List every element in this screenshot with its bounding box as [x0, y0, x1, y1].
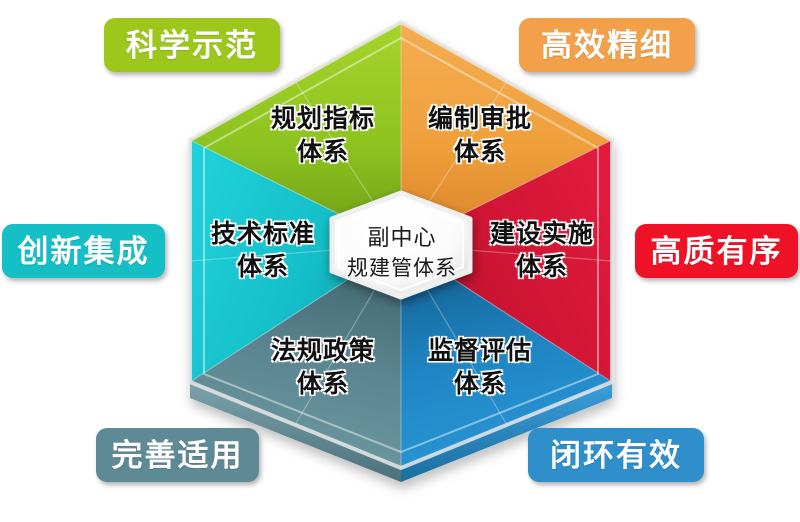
badge-bottom-left[interactable]: 完善适用 — [96, 428, 259, 482]
badge-top-left[interactable]: 科学示范 — [104, 18, 280, 72]
segment-construction-impl[interactable] — [401, 140, 612, 382]
badge-label: 高质有序 — [650, 233, 783, 269]
segment-supervision-eval[interactable] — [401, 245, 612, 468]
badge-label: 闭环有效 — [550, 437, 682, 473]
hexagon-segments — [190, 22, 612, 468]
badge-left[interactable]: 创新集成 — [2, 224, 165, 278]
badge-label: 科学示范 — [126, 27, 258, 63]
segment-compilation-approval[interactable] — [401, 22, 612, 245]
badge-label: 高效精细 — [541, 27, 673, 63]
badge-right[interactable]: 高质有序 — [635, 224, 798, 278]
badge-label: 完善适用 — [111, 437, 244, 473]
hexagon-inner-rim — [203, 37, 599, 453]
badge-top-right[interactable]: 高效精细 — [519, 18, 695, 72]
center-hexagon[interactable] — [329, 190, 473, 300]
hexagon-outline — [188, 20, 614, 470]
badge-label: 创新集成 — [17, 233, 150, 269]
segment-technical-standard[interactable] — [190, 140, 401, 382]
badge-bottom-right[interactable]: 闭环有效 — [528, 428, 704, 482]
segment-law-policy[interactable] — [190, 245, 401, 468]
segment-planning-indicator[interactable] — [190, 22, 401, 245]
